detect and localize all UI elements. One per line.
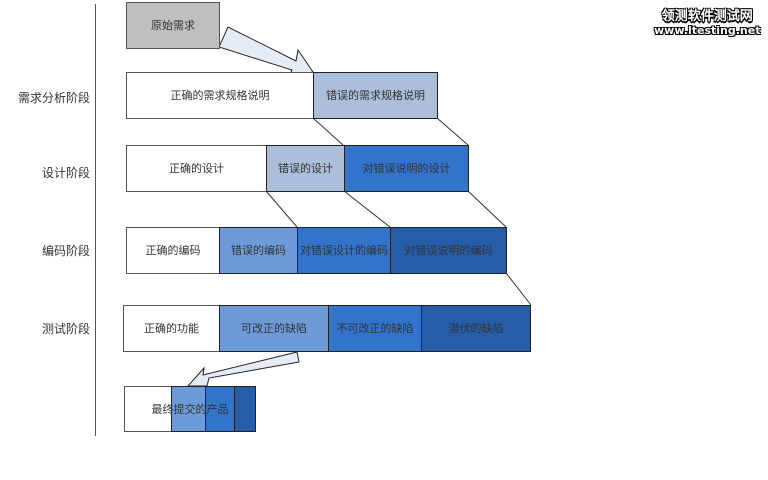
correct-code-box: 正确的编码 [126, 227, 220, 274]
stage-label-testing: 测试阶段 [41, 322, 90, 336]
final-unfixable-segment [205, 386, 235, 432]
axis-line [95, 4, 96, 436]
wrong-code-box: 错误的编码 [219, 227, 298, 274]
connector-line [343, 190, 391, 228]
code-from-wrong-design-box: 对错误设计的编码 [297, 227, 391, 274]
stage-label-requirements: 需求分析阶段 [17, 91, 90, 105]
connector-line [436, 117, 469, 146]
correct-design-box: 正确的设计 [126, 145, 267, 192]
correct-function-box: 正确的功能 [123, 305, 220, 352]
stage-label-coding: 编码阶段 [41, 244, 90, 258]
final-fixable-segment [171, 386, 206, 432]
connector-line [505, 272, 532, 306]
unfixable-defect-box: 不可改正的缺陷 [328, 305, 422, 352]
stage-label-design: 设计阶段 [41, 166, 90, 180]
source-requirements-box: 原始需求 [126, 2, 220, 49]
site-logo: 领测软件测试网 www.ltesting.net [654, 5, 760, 37]
arrow-to-spec-icon [218, 26, 314, 79]
code-from-wrong-spec-box: 对错误说明的编码 [390, 227, 507, 274]
final-product-label: 最终提交的产品 [151, 403, 229, 416]
wrong-design-box: 错误的设计 [266, 145, 345, 192]
logo-url: www.ltesting.net [654, 24, 761, 37]
logo-title: 领测软件测试网 [661, 9, 753, 24]
arrow-to-final-icon [186, 351, 300, 387]
connector-line [312, 117, 344, 146]
correct-spec-box: 正确的需求规格说明 [126, 72, 314, 119]
design-from-wrong-spec-box: 对错误说明的设计 [344, 145, 469, 192]
latent-defect-box: 潜伏的缺陷 [421, 305, 531, 352]
connector-line [265, 190, 298, 228]
connector-line [467, 190, 507, 228]
final-correct-segment [124, 386, 172, 432]
fixable-defect-box: 可改正的缺陷 [219, 305, 329, 352]
final-latent-segment [234, 386, 256, 432]
wrong-spec-box: 错误的需求规格说明 [313, 72, 438, 119]
